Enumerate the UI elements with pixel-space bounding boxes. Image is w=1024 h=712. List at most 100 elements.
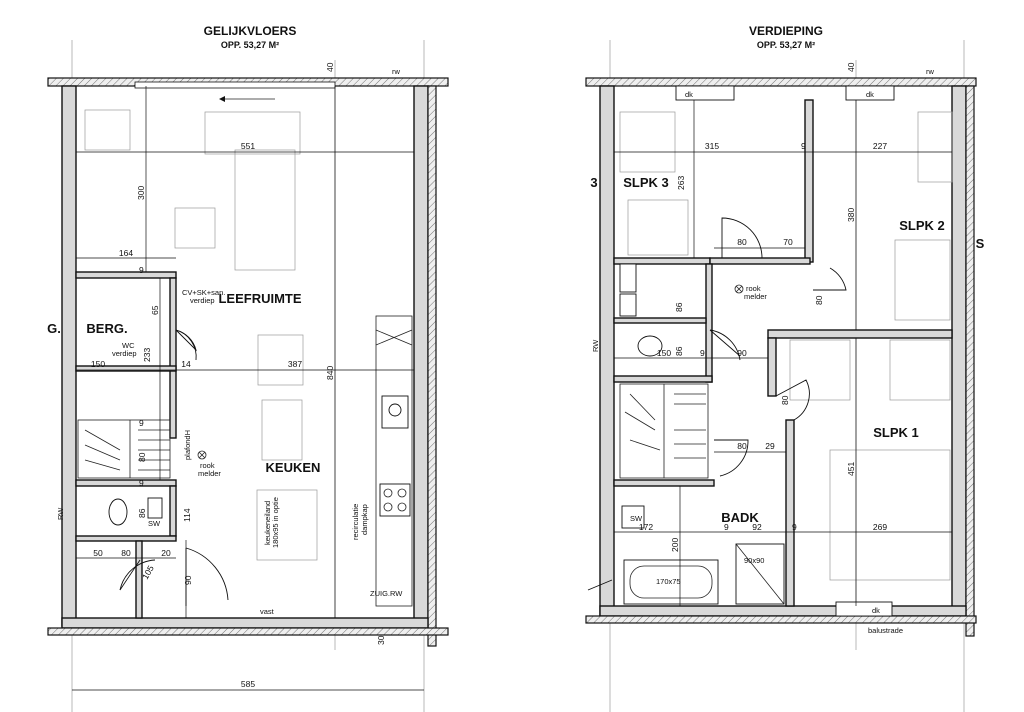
toilet-icon	[108, 498, 128, 526]
dim-80b: 80	[121, 548, 131, 558]
upper-toilet-icon	[637, 335, 663, 357]
wc-bottom-wall	[75, 535, 177, 542]
dim-315: 315	[705, 141, 719, 151]
note-wc-sub: verdiep	[112, 349, 137, 358]
dim-92: 92	[752, 522, 762, 532]
room-label-bed2: SLPK 2	[899, 218, 945, 233]
upper-bottom-wall	[599, 605, 967, 617]
sliding-window	[134, 81, 336, 89]
smoke-detector-icon	[197, 450, 207, 460]
dim-387: 387	[288, 359, 302, 369]
room-label-living: LEEFRUIMTE	[218, 291, 301, 306]
upper-furniture	[619, 111, 953, 581]
dim-70: 70	[783, 237, 793, 247]
dim-227: 227	[873, 141, 887, 151]
note-island-2: 180x95 in optie	[271, 497, 280, 548]
upper-right-wall	[951, 85, 967, 617]
dim-29: 29	[765, 441, 775, 451]
upper-floor-plan: VERDIEPING OPP. 53,27 M²	[585, 24, 985, 712]
kitchen-counter	[375, 315, 413, 607]
dim-90-upper: 90	[737, 348, 747, 358]
room-label-storage-cut: G.	[47, 321, 61, 336]
dim-451: 451	[846, 462, 856, 476]
shaft-mid-wall	[613, 317, 707, 324]
storage-top-wall	[75, 271, 177, 279]
stair-top-wall	[613, 375, 713, 383]
ground-floor-area: OPP. 53,27 M²	[221, 40, 279, 50]
bottom-wall	[61, 617, 429, 629]
note-dk-3: dk	[872, 606, 880, 615]
upper-right-outer-wall	[965, 85, 975, 637]
dim-86a: 86	[674, 302, 684, 312]
note-ceiling: plafondH	[183, 430, 192, 460]
dim-9a-upper: 9	[801, 141, 806, 151]
room-label-bath: BADK	[721, 510, 759, 525]
bath-sink-icon	[621, 505, 645, 529]
dim-80a-upper: 80	[737, 237, 747, 247]
ground-floor-title: GELIJKVLOERS	[204, 24, 297, 38]
note-bathtub-size: 170x75	[656, 577, 681, 586]
dim-14: 14	[181, 359, 191, 369]
upper-dimensions	[614, 100, 952, 606]
note-zuig: ZUIG.RW	[370, 589, 403, 598]
upper-bottom-outer-wall	[585, 615, 977, 624]
washbasin-icon	[147, 497, 163, 519]
hall-top-wall	[709, 257, 811, 265]
note-rw-left: RW	[56, 507, 65, 520]
roof-window-2	[845, 85, 895, 101]
room-label-cut-left: 3	[590, 175, 597, 190]
dim-30: 30	[376, 635, 386, 645]
dim-50: 50	[93, 548, 103, 558]
wc-top-wall	[75, 479, 177, 487]
bed3-bed2-wall	[804, 99, 814, 263]
dim-269: 269	[873, 522, 887, 532]
dim-263: 263	[676, 176, 686, 190]
upper-doors	[587, 217, 847, 591]
dim-9d-upper: 9	[792, 522, 797, 532]
wc-right-wall	[169, 485, 177, 537]
note-hood-sub: dampkap	[360, 504, 369, 535]
room-label-storage: BERG.	[86, 321, 127, 336]
room-label-bed1: SLPK 1	[873, 425, 919, 440]
storage-right-wall	[169, 277, 177, 439]
note-upper-sw: SW	[630, 514, 643, 523]
bath-top-wall	[613, 479, 715, 487]
room-label-cut-right: S	[976, 236, 985, 251]
storage-mid-wall	[75, 365, 177, 372]
room-label-bed3: SLPK 3	[623, 175, 669, 190]
bed1-left-wall	[785, 419, 795, 607]
upper-floor-area: OPP. 53,27 M²	[757, 40, 815, 50]
dim-90: 90	[183, 575, 193, 585]
dim-40-upper: 40	[846, 62, 856, 72]
dim-86: 86	[137, 508, 147, 518]
bed1-left-wall-top	[767, 337, 777, 397]
ground-dimensions	[72, 86, 424, 691]
dim-9b: 9	[139, 418, 144, 428]
note-sw: SW	[148, 519, 161, 528]
roof-window-3	[835, 601, 893, 617]
note-island: keukeneiland	[263, 501, 272, 545]
dim-9c: 9	[139, 478, 144, 488]
note-cv-sub: verdiep	[190, 296, 215, 305]
bathtub-icon	[623, 559, 719, 605]
note-fixed: vast	[260, 607, 275, 616]
upper-smoke-detector-icon	[734, 284, 744, 294]
dim-80d-upper: 80	[737, 441, 747, 451]
dim-40: 40	[325, 62, 335, 72]
dim-65: 65	[150, 305, 160, 315]
room-label-kitchen: KEUKEN	[266, 460, 321, 475]
shaft-right-wall	[705, 263, 713, 383]
note-upper-smoke: rook	[746, 284, 761, 293]
roof-window-1	[675, 85, 735, 101]
dim-9b-upper: 9	[700, 348, 705, 358]
dim-380: 380	[846, 208, 856, 222]
dim-9a: 9	[139, 265, 144, 275]
note-upper-rw2: RW	[591, 339, 600, 352]
dim-233: 233	[142, 348, 152, 362]
dim-114: 114	[182, 508, 192, 522]
note-dk-1: dk	[685, 90, 693, 99]
living-furniture	[84, 109, 318, 561]
dim-200: 200	[670, 538, 680, 552]
dim-150: 150	[91, 359, 105, 369]
